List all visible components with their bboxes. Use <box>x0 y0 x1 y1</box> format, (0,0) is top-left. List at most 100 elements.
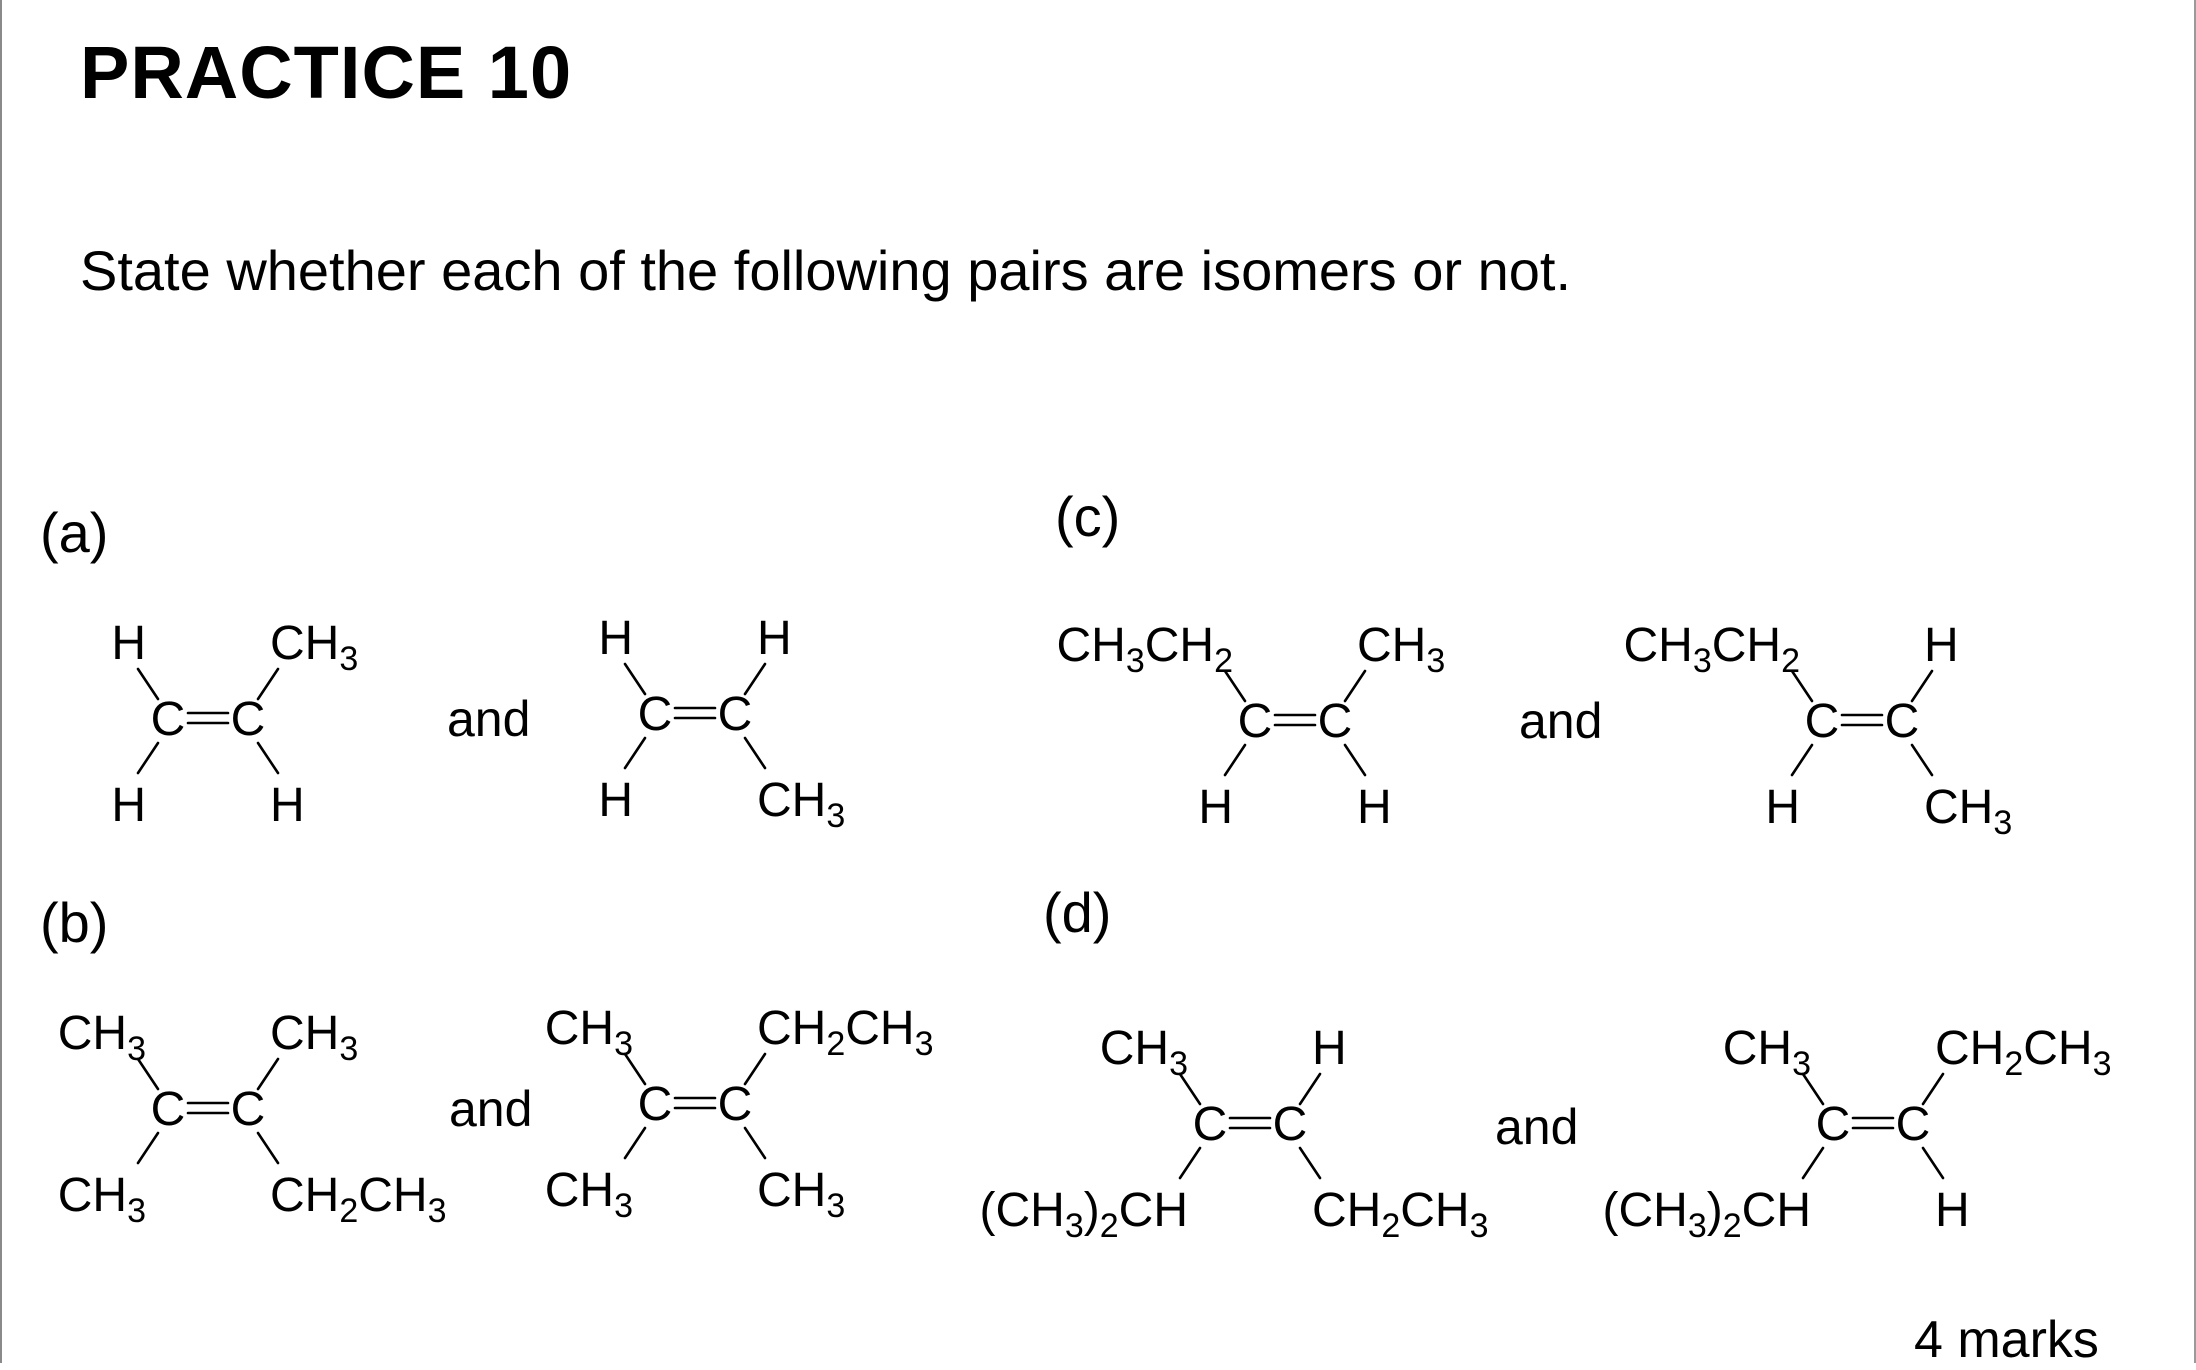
carbon-atom: C <box>1273 1098 1308 1151</box>
bond-top-left <box>136 667 160 701</box>
substituent-top-right: H <box>1924 619 1959 672</box>
bond-bottom-right <box>1910 743 1934 777</box>
and-connector-d: and <box>1495 1099 1579 1155</box>
substituent-bottom-right: CH3​ <box>757 774 845 835</box>
bond-top-right <box>256 667 280 701</box>
bond-top-right <box>256 1057 280 1091</box>
carbon-atom: C <box>638 688 673 741</box>
part-label-c: (c) <box>1055 485 1121 548</box>
bond-bottom-left <box>1178 1146 1202 1180</box>
substituent-bottom-left: H <box>111 779 146 832</box>
bond-top-right <box>1921 1072 1945 1106</box>
part-label-a: (a) <box>40 501 109 564</box>
substituent-top-right: CH3​ <box>1357 619 1445 680</box>
page-border-right <box>2194 0 2196 1363</box>
bond-bottom-right <box>256 741 280 775</box>
part-label-b: (b) <box>40 891 109 954</box>
substituent-top-right: H <box>757 612 792 665</box>
bond-bottom-right <box>256 1131 280 1165</box>
bond-top-right <box>743 1052 767 1086</box>
carbon-atom: C <box>1885 695 1920 748</box>
substituent-top-left: CH3​CH2​ <box>1057 619 1234 680</box>
substituent-bottom-right: H <box>1357 781 1392 834</box>
substituent-top-left: CH3​CH2​ <box>1624 619 1801 680</box>
carbon-atom: C <box>718 688 753 741</box>
bond-bottom-right <box>1343 743 1367 777</box>
bond-top-left <box>1178 1072 1202 1106</box>
question-instruction: State whether each of the following pair… <box>80 239 1571 302</box>
carbon-atom: C <box>1318 695 1353 748</box>
and-connector-c: and <box>1519 693 1603 749</box>
bond-top-left <box>1801 1072 1825 1106</box>
substituent-bottom-right: CH3​ <box>757 1164 845 1225</box>
carbon-atom: C <box>1896 1098 1931 1151</box>
substituent-bottom-left: CH3​ <box>58 1169 146 1230</box>
carbon-atom: C <box>1238 695 1273 748</box>
substituent-bottom-right: H <box>270 779 305 832</box>
page-title: PRACTICE 10 <box>80 31 573 114</box>
bond-top-right <box>1298 1072 1322 1106</box>
bond-bottom-left <box>623 736 647 770</box>
carbon-atom: C <box>1805 695 1840 748</box>
part-label-d: (d) <box>1043 881 1112 944</box>
bond-top-left <box>623 1052 647 1086</box>
substituent-bottom-left: (CH3​)2​CH <box>1603 1184 1811 1245</box>
bond-top-left <box>1223 669 1247 703</box>
bond-bottom-left <box>1801 1146 1825 1180</box>
bond-top-right <box>1343 669 1367 703</box>
substituent-bottom-right: CH2​CH3​ <box>1312 1184 1489 1245</box>
bond-bottom-right <box>743 1126 767 1160</box>
carbon-atom: C <box>1816 1098 1851 1151</box>
substituent-bottom-right: H <box>1935 1184 1970 1237</box>
and-connector-a: and <box>447 691 531 747</box>
carbon-atom: C <box>151 693 186 746</box>
bond-bottom-right <box>1298 1146 1322 1180</box>
carbon-atom: C <box>1193 1098 1228 1151</box>
substituent-top-left: CH3​ <box>1723 1022 1811 1083</box>
bond-bottom-left <box>1223 743 1247 777</box>
bond-bottom-right <box>743 736 767 770</box>
bond-top-left <box>136 1057 160 1091</box>
substituent-top-left: CH3​ <box>58 1007 146 1068</box>
marks-total: 4 marks <box>1914 1311 2099 1369</box>
substituent-top-right: H <box>1312 1022 1347 1075</box>
substituent-top-right: CH3​ <box>270 1007 358 1068</box>
and-connector-b: and <box>449 1081 533 1137</box>
substituent-top-left: CH3​ <box>1100 1022 1188 1083</box>
substituent-bottom-left: CH3​ <box>545 1164 633 1225</box>
carbon-atom: C <box>638 1078 673 1131</box>
page-border-left <box>0 0 2 1363</box>
carbon-atom: C <box>231 1083 266 1136</box>
bond-top-left <box>623 662 647 696</box>
bond-top-right <box>743 662 767 696</box>
substituent-top-left: CH3​ <box>545 1002 633 1063</box>
substituent-top-left: H <box>111 617 146 670</box>
substituent-top-right: CH2​CH3​ <box>1935 1022 2112 1083</box>
bond-top-left <box>1790 669 1814 703</box>
bond-top-right <box>1910 669 1934 703</box>
substituent-bottom-left: H <box>1765 781 1800 834</box>
substituent-top-right: CH2​CH3​ <box>757 1002 934 1063</box>
substituent-bottom-left: H <box>1198 781 1233 834</box>
bond-bottom-left <box>136 1131 160 1165</box>
substituent-bottom-right: CH3​ <box>1924 781 2012 842</box>
carbon-atom: C <box>231 693 266 746</box>
bond-bottom-right <box>1921 1146 1945 1180</box>
substituent-bottom-left: (CH3​)2​CH <box>980 1184 1188 1245</box>
substituent-top-right: CH3​ <box>270 617 358 678</box>
bond-bottom-left <box>1790 743 1814 777</box>
bond-bottom-left <box>623 1126 647 1160</box>
carbon-atom: C <box>151 1083 186 1136</box>
bond-bottom-left <box>136 741 160 775</box>
substituent-bottom-left: H <box>598 774 633 827</box>
substituent-top-left: H <box>598 612 633 665</box>
